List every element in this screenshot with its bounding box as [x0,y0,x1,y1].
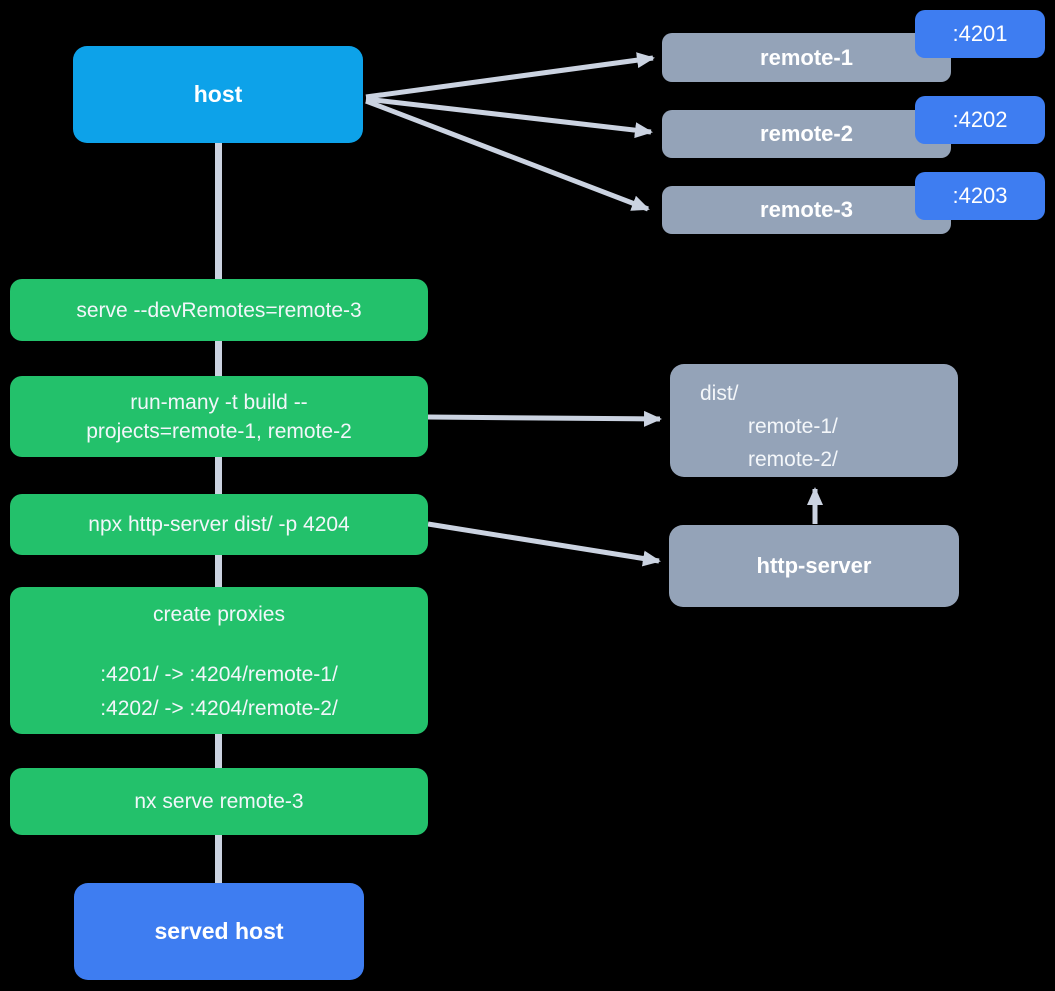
arrow-runmany-to-dist [427,410,662,427]
arrow-npx-to-httpserver [427,521,661,567]
host-label: host [193,81,243,107]
step-runmany-line1: run-many -t build -- [130,390,308,414]
remote-1-port-badge: :4201 [915,10,1045,58]
dist-folder-node: dist/ remote-1/ remote-2/ [670,364,958,477]
remote-1-port: :4201 [952,21,1008,46]
step-runmany-line2: projects=remote-1, remote-2 [86,419,352,443]
remote-2-port: :4202 [952,107,1008,132]
remote-1-node: remote-1 [662,33,951,82]
step-npx-http-server: npx http-server dist/ -p 4204 [10,494,428,555]
arrow-host-to-remote-1 [365,52,655,100]
dist-remote-1-line: remote-1/ [748,415,838,438]
proxy-mapping-2: :4202/ -> :4204/remote-2/ [100,697,338,720]
step-nx-serve-remote-3: nx serve remote-3 [10,768,428,835]
remote-2-label: remote-2 [760,121,853,146]
remote-2-node: remote-2 [662,110,951,158]
http-server-label: http-server [756,553,872,578]
host-node: host [73,46,363,143]
step-create-proxies: create proxies :4201/ -> :4204/remote-1/… [10,587,428,734]
step-nxserve-label: nx serve remote-3 [134,790,304,813]
arrow-host-to-remote-3 [365,98,650,212]
remote-3-label: remote-3 [760,197,853,222]
step-npx-label: npx http-server dist/ -p 4204 [88,513,350,536]
step-proxies-title: create proxies [153,603,285,626]
arrow-host-to-remote-2 [365,96,653,139]
http-server-node: http-server [669,525,959,607]
proxy-mappings: :4201/ -> :4204/remote-1/ :4202/ -> :420… [100,658,338,726]
proxy-mapping-1: :4201/ -> :4204/remote-1/ [100,663,338,686]
remote-3-node: remote-3 [662,186,951,234]
step-serve-devremotes: serve --devRemotes=remote-3 [10,279,428,341]
remote-3-port-badge: :4203 [915,172,1045,220]
remote-2-port-badge: :4202 [915,96,1045,144]
served-host-node: served host [74,883,364,980]
step-serve-label: serve --devRemotes=remote-3 [76,298,362,322]
dist-remote-2-line: remote-2/ [748,448,838,471]
remote-3-port: :4203 [952,183,1008,208]
dist-line: dist/ [700,382,739,405]
step-run-many-build: run-many -t build -- projects=remote-1, … [10,376,428,457]
served-host-label: served host [154,918,284,944]
remote-1-label: remote-1 [760,44,853,70]
